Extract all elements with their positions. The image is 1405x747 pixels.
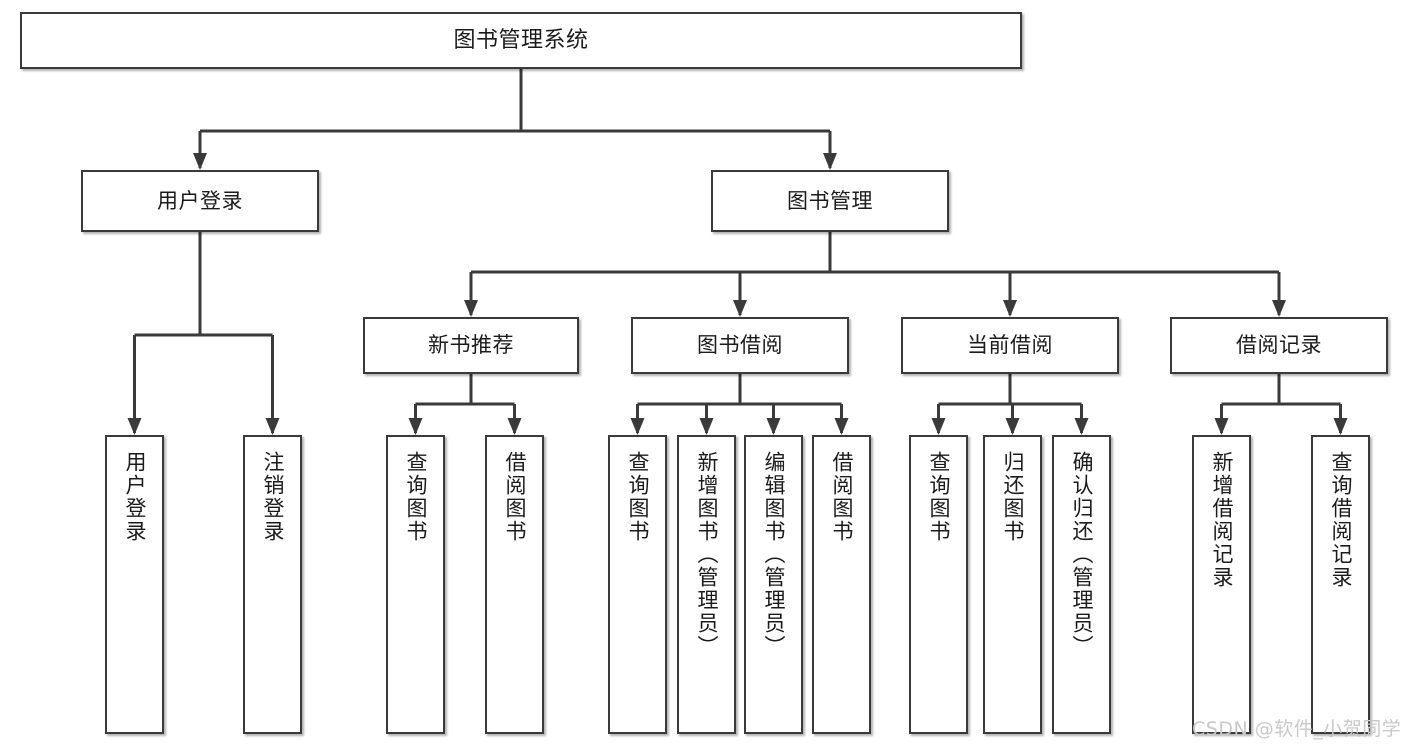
node-label: 用户登录: [157, 188, 243, 213]
node-label: 确认归还（管理员）: [1070, 451, 1094, 658]
node-label: 用户登录: [123, 451, 147, 543]
node-label: 借阅图书: [503, 451, 527, 543]
node-leaf-rec-2[interactable]: 查询借阅记录: [1311, 435, 1370, 734]
node-leaf-login-1[interactable]: 用户登录: [105, 435, 164, 734]
node-label: 归还图书: [1001, 451, 1025, 543]
connector-arrowhead: [507, 418, 522, 435]
connector-arrowhead: [1333, 418, 1348, 435]
connector-arrowhead: [733, 300, 747, 317]
node-leaf-borrow-4[interactable]: 借阅图书: [812, 435, 871, 734]
node-leaf-borrow-1[interactable]: 查询图书: [608, 435, 667, 734]
node-bookmgmt[interactable]: 图书管理: [711, 170, 949, 232]
node-label: 查询图书: [404, 451, 428, 543]
connector-arrowhead: [464, 300, 478, 317]
connector-arrowhead: [699, 418, 714, 435]
node-leaf-borrow-2[interactable]: 新增图书（管理员）: [677, 435, 736, 734]
connector-arrowhead: [823, 153, 837, 170]
node-leaf-new-2[interactable]: 借阅图书: [485, 435, 544, 734]
node-label: 图书借阅: [697, 333, 783, 358]
node-label: 图书管理系统: [453, 27, 589, 53]
node-newbook[interactable]: 新书推荐: [363, 317, 579, 374]
connector-arrowhead: [931, 418, 946, 435]
node-label: 新增图书（管理员）: [695, 451, 719, 658]
node-label: 借阅记录: [1236, 333, 1322, 358]
connector-arrowhead: [834, 418, 849, 435]
connector-arrowhead: [1272, 300, 1286, 317]
node-label: 新书推荐: [428, 333, 514, 358]
node-login[interactable]: 用户登录: [81, 170, 319, 232]
node-label: 当前借阅: [967, 333, 1053, 358]
connector-arrowhead: [408, 418, 423, 435]
node-label: 注销登录: [261, 451, 285, 543]
node-label: 图书管理: [787, 188, 873, 213]
connector-arrowhead: [1005, 418, 1020, 435]
node-root[interactable]: 图书管理系统: [20, 12, 1022, 69]
connector-arrowhead: [127, 418, 142, 435]
node-label: 查询图书: [927, 451, 951, 543]
node-borrow[interactable]: 图书借阅: [631, 317, 849, 374]
node-leaf-borrow-3[interactable]: 编辑图书（管理员）: [744, 435, 803, 734]
node-leaf-new-1[interactable]: 查询图书: [386, 435, 445, 734]
connector-arrowhead: [1074, 418, 1089, 435]
connector-arrowhead: [1214, 418, 1229, 435]
node-records[interactable]: 借阅记录: [1170, 317, 1388, 374]
node-label: 编辑图书（管理员）: [762, 451, 786, 658]
connector-arrowhead: [265, 418, 280, 435]
watermark-text: CSDN @软件_小贺同学: [1192, 718, 1402, 740]
connector-arrowhead: [1003, 300, 1017, 317]
node-label: 查询借阅记录: [1329, 451, 1353, 589]
node-current[interactable]: 当前借阅: [901, 317, 1119, 374]
connector-arrowhead: [766, 418, 781, 435]
node-leaf-rec-1[interactable]: 新增借阅记录: [1192, 435, 1251, 734]
node-leaf-cur-2[interactable]: 归还图书: [983, 435, 1042, 734]
node-leaf-cur-3[interactable]: 确认归还（管理员）: [1052, 435, 1111, 734]
node-leaf-login-2[interactable]: 注销登录: [243, 435, 302, 734]
node-leaf-cur-1[interactable]: 查询图书: [909, 435, 968, 734]
node-label: 查询图书: [626, 451, 650, 543]
connector-arrowhead: [630, 418, 645, 435]
node-label: 新增借阅记录: [1210, 451, 1234, 589]
connector-arrowhead: [193, 153, 207, 170]
node-label: 借阅图书: [830, 451, 854, 543]
